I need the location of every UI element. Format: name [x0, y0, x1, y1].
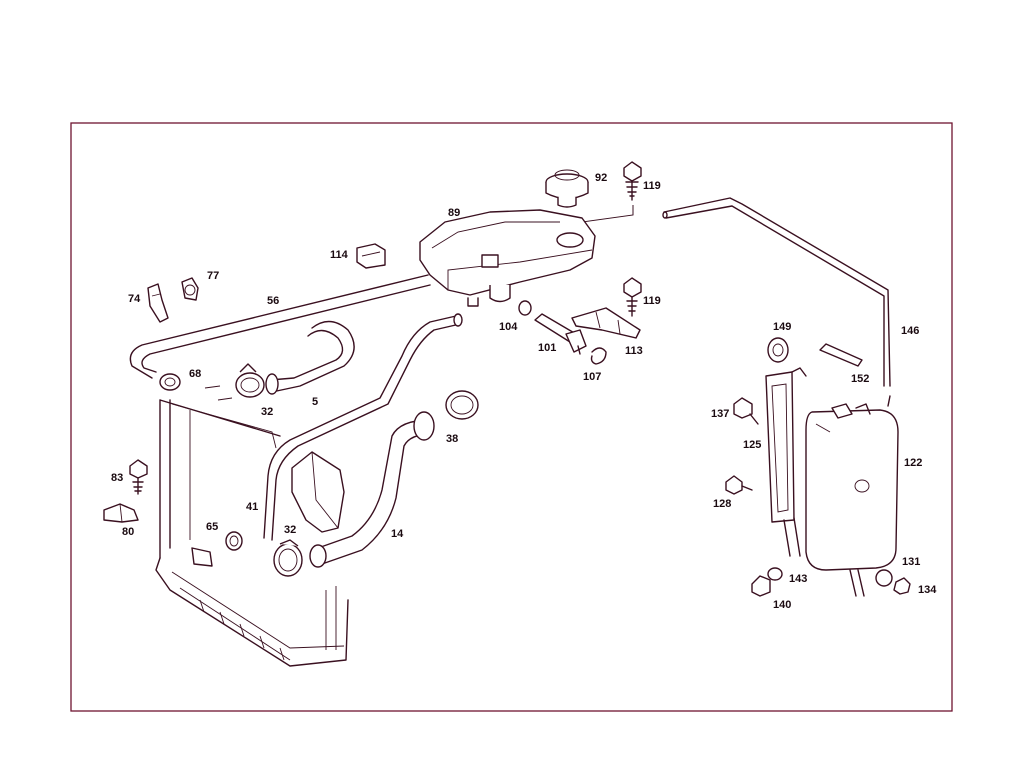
part-32-clamp-lower	[273, 539, 303, 577]
callout-140: 140	[773, 599, 791, 611]
callout-80: 80	[122, 526, 134, 538]
part-107-ring	[590, 347, 607, 365]
callout-101: 101	[538, 342, 556, 354]
part-104-washer	[518, 300, 532, 316]
part-125-bracket	[765, 367, 807, 557]
part-38-clamp	[445, 390, 479, 420]
part-5-hose	[265, 320, 355, 395]
part-83-bolt	[129, 459, 148, 495]
callout-137: 137	[711, 408, 729, 420]
callout-114: 114	[330, 249, 349, 261]
callout-119-top: 119	[643, 180, 661, 192]
part-74-bracket	[147, 283, 169, 323]
callout-125: 125	[743, 439, 761, 451]
part-113-bracket	[571, 307, 641, 339]
part-149-grommet	[767, 337, 789, 363]
part-101-sensor	[534, 313, 587, 355]
part-77-clip	[181, 277, 199, 301]
callout-38: 38	[446, 433, 458, 445]
callout-149: 149	[773, 321, 791, 333]
callout-83: 83	[111, 472, 123, 484]
callout-14: 14	[391, 528, 404, 540]
callout-119-mid: 119	[643, 295, 661, 307]
part-131-grommet	[875, 569, 893, 587]
callout-113: 113	[625, 345, 643, 357]
callout-104: 104	[499, 321, 518, 333]
callout-128: 128	[713, 498, 731, 510]
part-41-hose	[263, 313, 463, 541]
part-65-fitting	[225, 531, 243, 551]
part-122-reservoir	[805, 395, 899, 597]
part-134-nut	[893, 577, 911, 595]
callout-32-lower: 32	[284, 524, 296, 536]
part-146-pipe	[662, 197, 891, 387]
part-119-bolt-top	[623, 161, 642, 201]
callout-107: 107	[583, 371, 601, 383]
part-92-cap	[545, 169, 589, 208]
part-56-hose	[129, 274, 431, 379]
part-137-bolt	[733, 397, 759, 425]
part-68-clamp	[159, 373, 181, 391]
part-114-clip	[356, 243, 386, 269]
callout-68: 68	[189, 368, 201, 380]
part-32-clamp-upper	[235, 363, 265, 398]
part-143-washer	[767, 567, 783, 581]
callout-65: 65	[206, 521, 218, 533]
callout-131: 131	[902, 556, 920, 568]
callout-5: 5	[312, 396, 318, 408]
part-89-expansion-tank	[419, 209, 596, 307]
part-128-screw	[725, 475, 753, 495]
callout-92: 92	[595, 172, 607, 184]
part-152-pad	[819, 343, 863, 367]
callout-152: 152	[851, 373, 869, 385]
callout-56: 56	[267, 295, 279, 307]
part-radiator	[155, 399, 349, 667]
part-shroud	[291, 451, 345, 533]
callout-143: 143	[789, 573, 807, 585]
callout-41: 41	[246, 501, 258, 513]
callout-146: 146	[901, 325, 919, 337]
part-14-hose	[309, 411, 435, 568]
callout-89: 89	[448, 207, 460, 219]
callout-74: 74	[128, 293, 141, 305]
callout-32-upper: 32	[261, 406, 273, 418]
callout-134: 134	[918, 584, 937, 596]
callout-77: 77	[207, 270, 219, 282]
part-140-nut	[751, 575, 771, 597]
callout-122: 122	[904, 457, 922, 469]
part-119-bolt-mid	[623, 277, 642, 317]
part-80-clip	[103, 503, 139, 523]
diagram-frame	[70, 122, 953, 712]
